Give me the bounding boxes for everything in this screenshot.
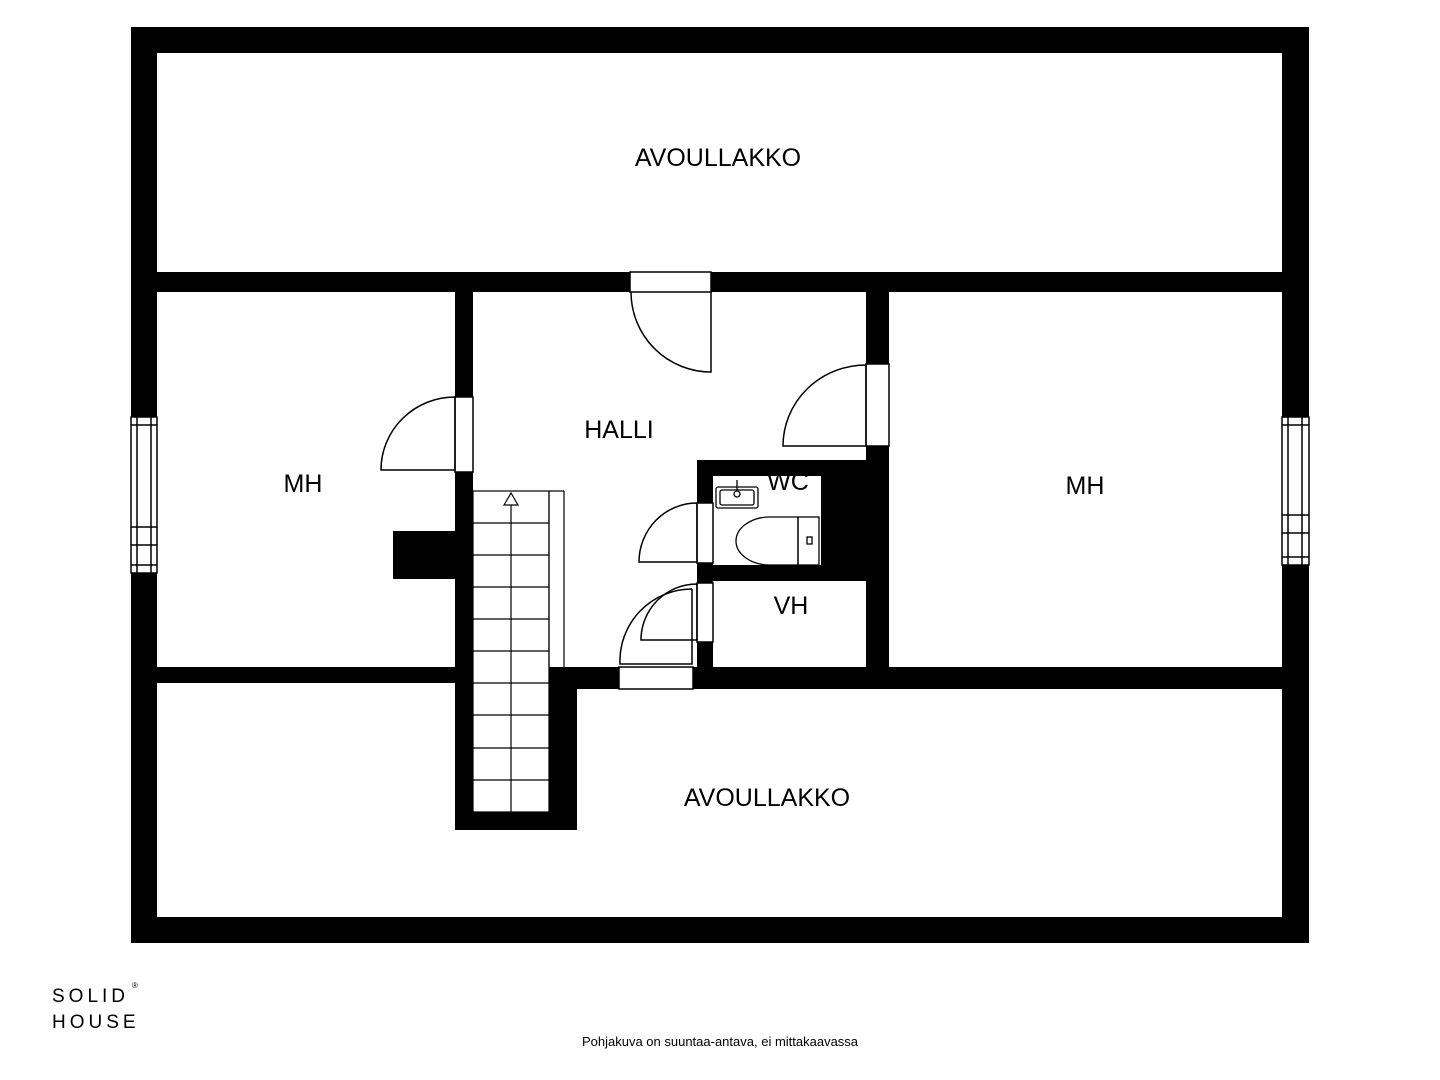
door-opening-halli-top (629, 271, 712, 293)
wc-shaft (821, 460, 889, 581)
door-opening-mh-left (454, 396, 474, 473)
disclaimer-text: Pohjakuva on suuntaa-antava, ei mittakaa… (581, 1034, 859, 1049)
door-opening-wc (696, 502, 714, 564)
wall-stair-left (455, 290, 473, 830)
staircase (472, 490, 565, 813)
wall-lower-left (131, 667, 459, 683)
door-opening-attic-bottom (618, 666, 694, 690)
room-label-toilet: WC (767, 468, 809, 496)
solid-house-logo: SOLID HOUSE ® (52, 981, 140, 1036)
room-labels: AVOULLAKKO HALLI MH MH WC VH AVOULLAKKO (284, 144, 1105, 812)
door-swing-attic-bottom (619, 588, 693, 665)
door-swings (380, 291, 867, 665)
wall-upper-horizontal (131, 272, 1309, 292)
door-swing-mh-right (782, 364, 867, 447)
door-swing-halli-top (630, 291, 712, 373)
wall-lower-right (555, 667, 1309, 689)
room-label-attic-bottom: AVOULLAKKO (684, 784, 850, 812)
window-right (1281, 416, 1310, 566)
door-opening-mh-right (865, 363, 890, 447)
wc-fixtures (715, 480, 820, 566)
sink-icon (715, 480, 759, 509)
wall-stair-right (549, 667, 577, 830)
door-opening-vh (696, 582, 714, 643)
outer-wall-top (131, 27, 1309, 53)
outer-wall-bottom (131, 917, 1309, 943)
wall-stair-bottom (455, 812, 577, 830)
door-swing-mh-left (380, 396, 456, 471)
stair-arrow-icon (502, 491, 520, 506)
logo-line-2: HOUSE (52, 1012, 140, 1033)
door-swing-wc (638, 502, 698, 563)
chimney (393, 531, 457, 579)
room-label-bedroom-left: MH (284, 470, 323, 498)
room-label-hall: HALLI (584, 416, 653, 444)
room-label-bedroom-right: MH (1066, 472, 1105, 500)
logo-line-1: SOLID (52, 986, 130, 1007)
registered-mark: ® (132, 981, 138, 990)
toilet-icon (735, 516, 820, 566)
room-label-attic-top: AVOULLAKKO (635, 144, 801, 172)
window-left (130, 416, 158, 574)
room-label-closet: VH (774, 592, 809, 620)
windows (130, 416, 1310, 574)
door-swing-vh (640, 583, 698, 641)
